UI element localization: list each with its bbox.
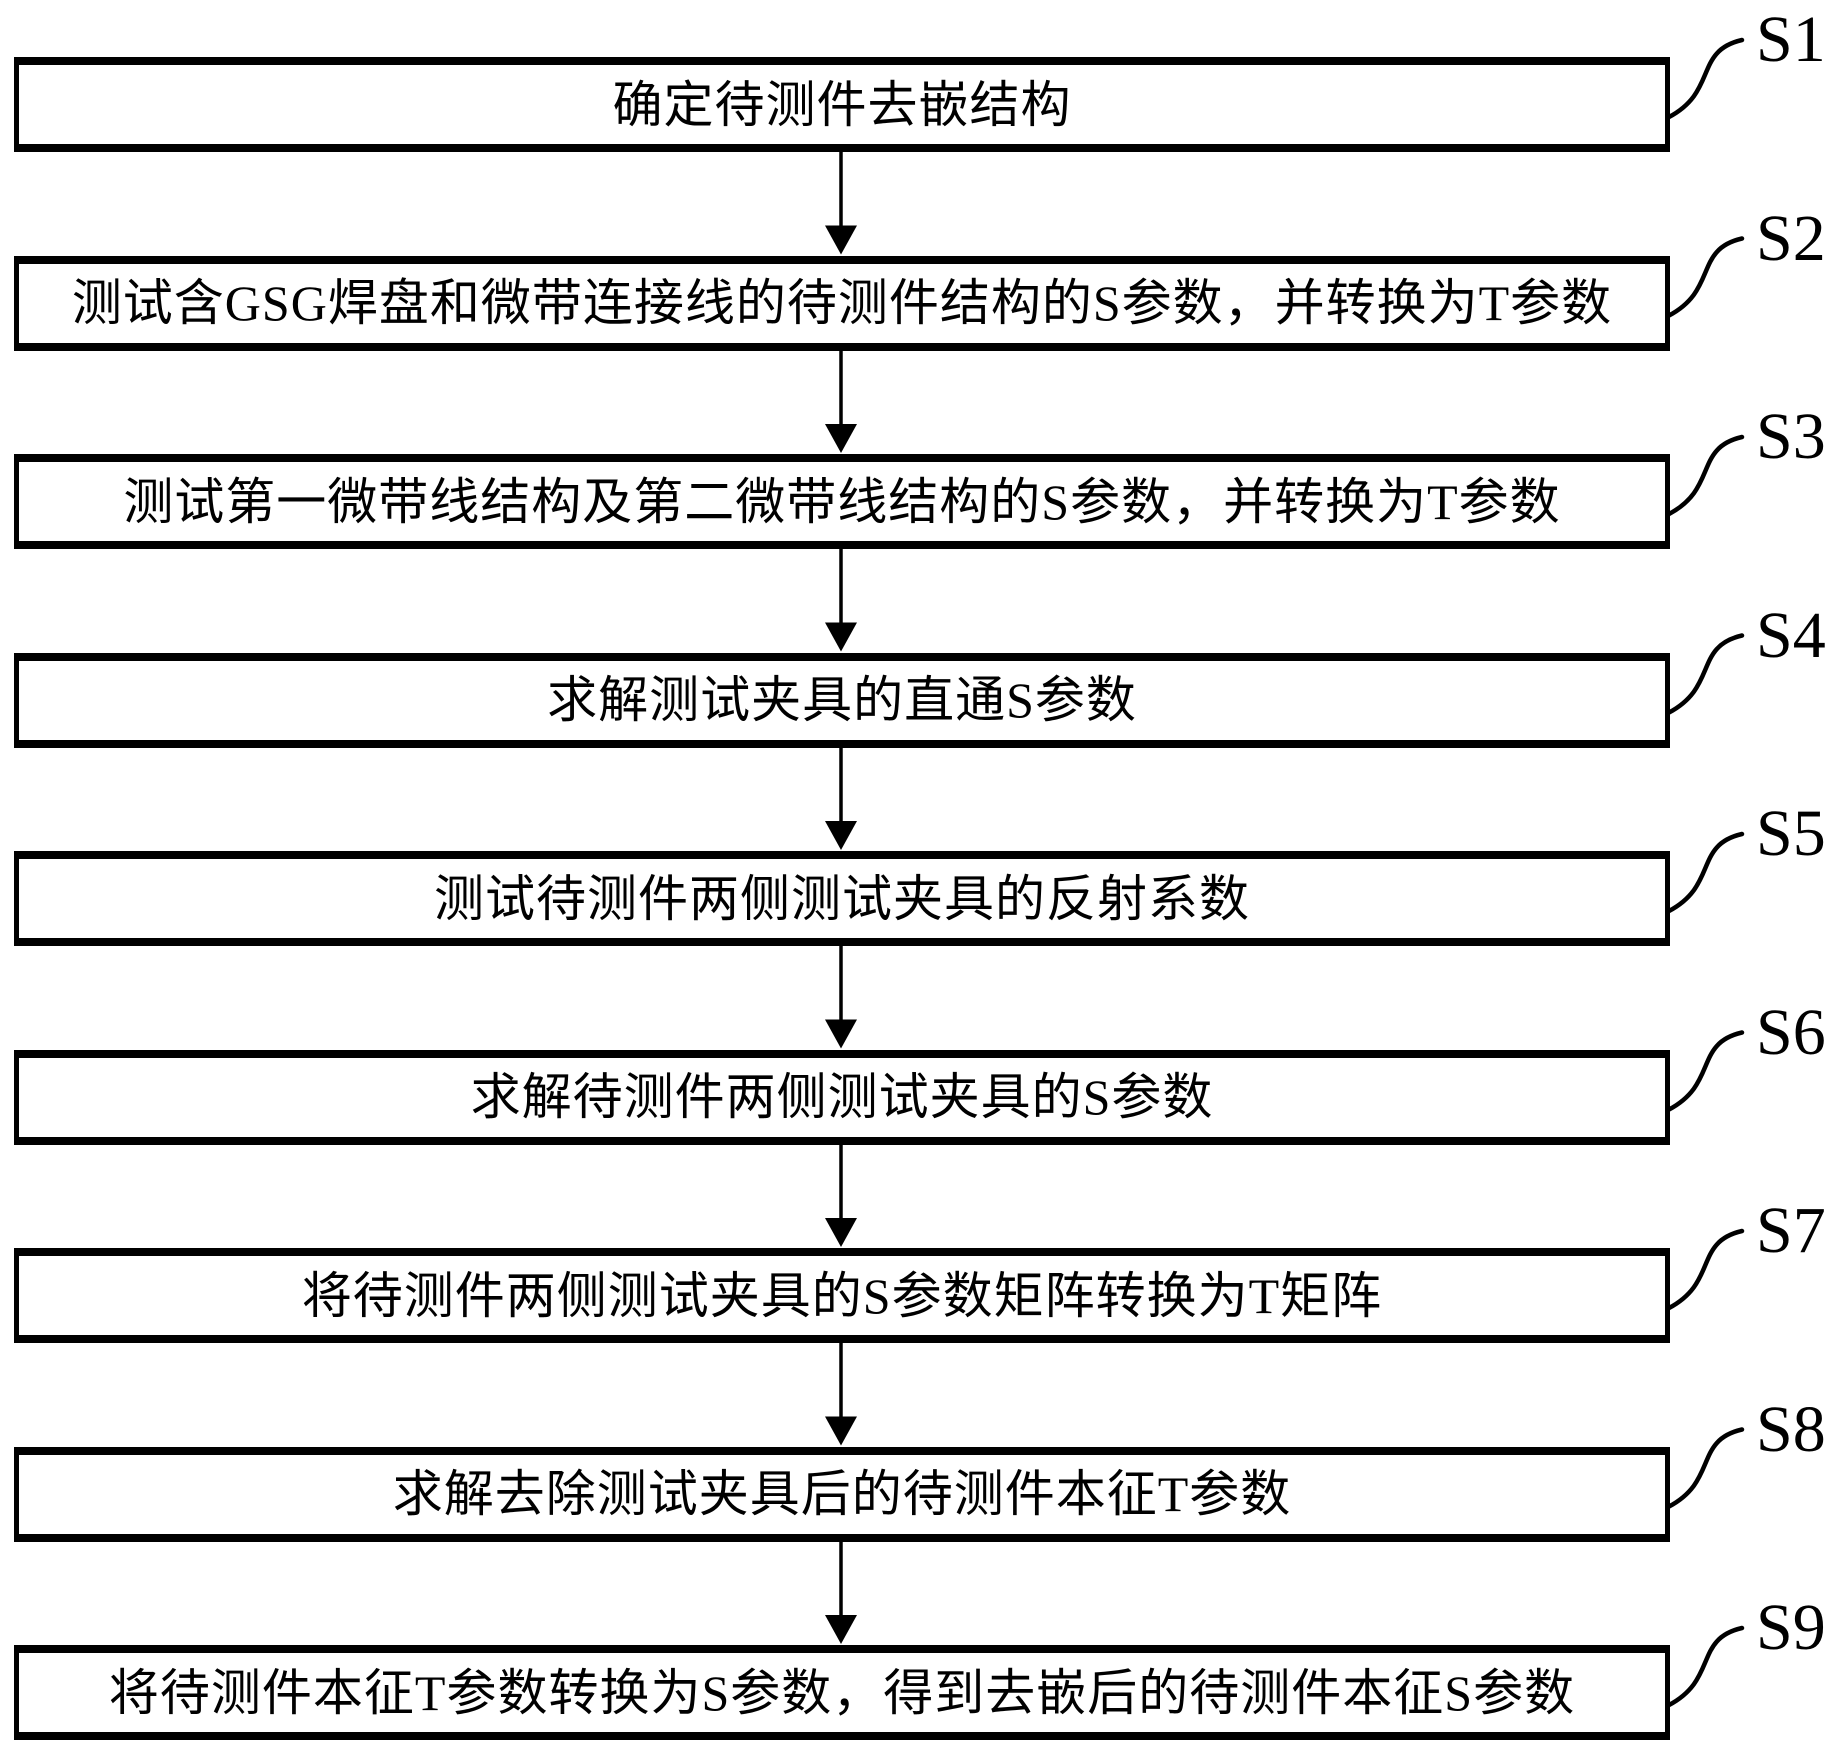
step-box-s5: 测试待测件两侧测试夹具的反射系数: [14, 851, 1670, 946]
arrow-down-icon: [825, 1615, 857, 1644]
arrow-down-icon: [825, 821, 857, 850]
step-box-s6: 求解待测件两侧测试夹具的S参数: [14, 1049, 1670, 1145]
step-label-s2: S2: [1756, 201, 1826, 275]
step-text-s5: 测试待测件两侧测试夹具的反射系数: [434, 870, 1250, 927]
step-text-s7: 将待测件两侧测试夹具的S参数矩阵转换为T矩阵: [301, 1267, 1383, 1324]
step-box-s8: 求解去除测试夹具后的待测件本征T参数: [14, 1446, 1670, 1542]
leader-line-s3: [1666, 434, 1745, 517]
step-box-s3: 测试第一微带线结构及第二微带线结构的S参数，并转换为T参数: [14, 454, 1670, 549]
leader-line-s9: [1666, 1625, 1745, 1708]
leader-line-s7: [1666, 1228, 1745, 1311]
step-text-s2: 测试含GSG焊盘和微带连接线的待测件结构的S参数，并转换为T参数: [71, 275, 1613, 331]
arrow-down-icon: [825, 1416, 857, 1446]
step-label-s4: S4: [1756, 598, 1826, 672]
step-label-s7: S7: [1756, 1194, 1826, 1267]
step-label-s6: S6: [1756, 995, 1826, 1069]
step-label-s3: S3: [1756, 400, 1826, 473]
arrow-down-icon: [825, 1019, 857, 1049]
step-text-s4: 求解测试夹具的直通S参数: [547, 672, 1137, 728]
step-text-s3: 测试第一微带线结构及第二微带线结构的S参数，并转换为T参数: [123, 473, 1561, 530]
step-text-s1: 确定待测件去嵌结构: [612, 76, 1072, 133]
arrow-down-icon: [825, 1218, 857, 1247]
arrow-down-icon: [825, 622, 857, 652]
leader-line-s1: [1666, 37, 1745, 120]
arrow-down-icon: [825, 225, 857, 255]
step-label-s8: S8: [1756, 1392, 1826, 1466]
step-text-s9: 将待测件本征T参数转换为S参数，得到去嵌后的待测件本征S参数: [108, 1664, 1576, 1721]
leader-line-s5: [1666, 831, 1745, 914]
leader-line-s2: [1666, 236, 1745, 318]
step-label-s9: S9: [1756, 1591, 1826, 1664]
step-box-s9: 将待测件本征T参数转换为S参数，得到去嵌后的待测件本征S参数: [14, 1645, 1670, 1740]
leader-line-s4: [1666, 633, 1745, 715]
step-label-s1: S1: [1756, 3, 1826, 76]
step-text-s6: 求解待测件两侧测试夹具的S参数: [470, 1069, 1214, 1125]
step-box-s1: 确定待测件去嵌结构: [14, 57, 1670, 152]
step-box-s7: 将待测件两侧测试夹具的S参数矩阵转换为T矩阵: [14, 1248, 1670, 1343]
leader-line-s8: [1666, 1427, 1745, 1509]
step-text-s8: 求解去除测试夹具后的待测件本征T参数: [392, 1466, 1292, 1522]
step-box-s4: 求解测试夹具的直通S参数: [14, 652, 1670, 748]
step-label-s5: S5: [1756, 797, 1826, 870]
leader-line-s6: [1666, 1030, 1745, 1112]
step-box-s2: 测试含GSG焊盘和微带连接线的待测件结构的S参数，并转换为T参数: [14, 255, 1670, 351]
arrow-down-icon: [825, 424, 857, 453]
